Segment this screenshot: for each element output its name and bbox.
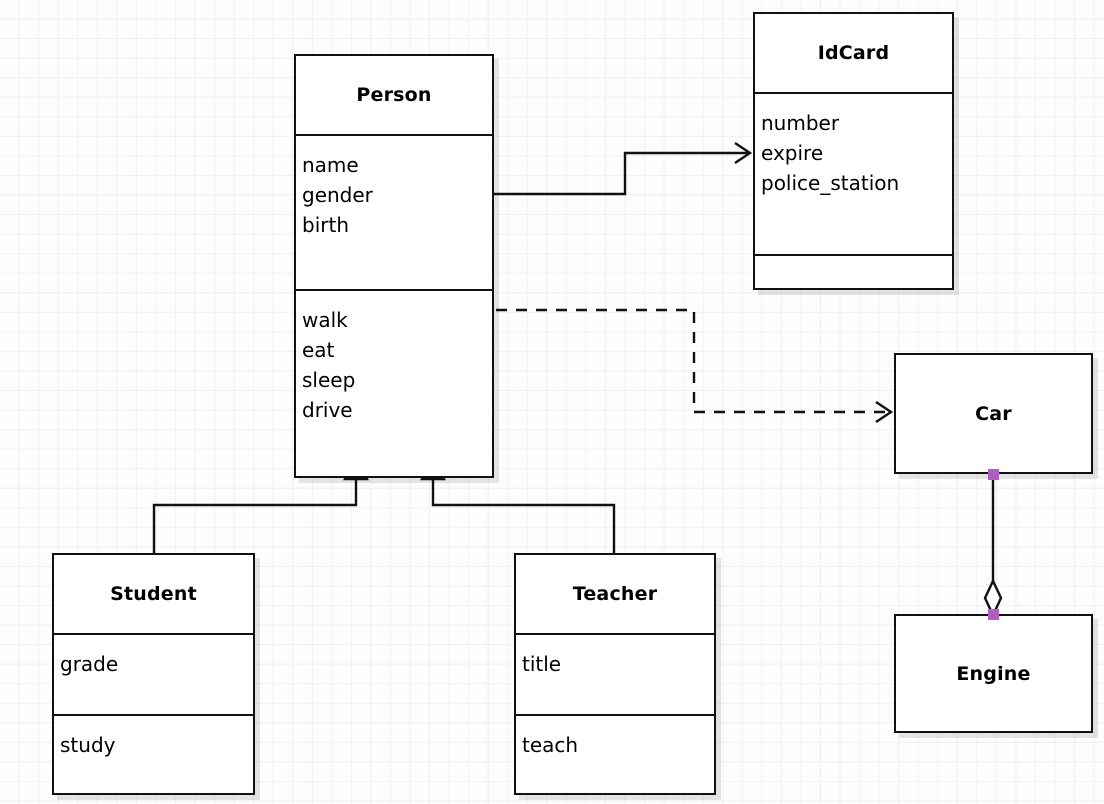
methods-compartment-person[interactable]: walk eat sleep drive bbox=[296, 289, 492, 476]
attributes-compartment-person[interactable]: name gender birth bbox=[296, 134, 492, 289]
attribute-item: police_station bbox=[761, 171, 900, 195]
attribute-item: gender bbox=[302, 183, 373, 207]
class-title-student: Student bbox=[110, 583, 197, 605]
method-item: teach bbox=[522, 733, 579, 757]
methods-compartment-teacher[interactable]: teach bbox=[516, 714, 714, 793]
attribute-item: expire bbox=[761, 141, 824, 165]
methods-compartment-student[interactable]: study bbox=[54, 714, 253, 793]
method-item: study bbox=[60, 733, 116, 757]
class-box-engine[interactable]: Engine bbox=[894, 614, 1093, 733]
method-item: eat bbox=[302, 338, 335, 362]
method-item: walk bbox=[302, 308, 348, 332]
class-box-person[interactable]: Person name gender birth walk eat sleep … bbox=[294, 54, 494, 478]
attribute-item: name bbox=[302, 153, 359, 177]
class-title-teacher: Teacher bbox=[572, 583, 658, 605]
class-box-teacher[interactable]: Teacher title teach bbox=[514, 553, 716, 795]
attribute-item: number bbox=[761, 111, 840, 135]
attribute-item: birth bbox=[302, 213, 349, 237]
method-item: sleep bbox=[302, 368, 356, 392]
method-item: drive bbox=[302, 398, 353, 422]
class-box-student[interactable]: Student grade study bbox=[52, 553, 255, 795]
class-title-car: Car bbox=[975, 402, 1012, 425]
edge-person-idcard-association[interactable] bbox=[494, 142, 753, 196]
class-box-idcard[interactable]: IdCard number expire police_station bbox=[753, 12, 954, 290]
attributes-compartment-student[interactable]: grade bbox=[54, 633, 253, 714]
open-arrowhead-icon bbox=[875, 401, 894, 423]
attributes-compartment-teacher[interactable]: title bbox=[516, 633, 714, 714]
methods-compartment-idcard[interactable] bbox=[755, 254, 952, 288]
connection-handle-car[interactable] bbox=[988, 469, 999, 480]
attribute-item: grade bbox=[60, 652, 119, 676]
edge-car-engine-aggregation[interactable] bbox=[983, 475, 1003, 618]
class-title-engine: Engine bbox=[956, 662, 1031, 685]
attribute-item: title bbox=[522, 652, 562, 676]
class-box-car[interactable]: Car bbox=[894, 353, 1093, 474]
class-title-person: Person bbox=[356, 84, 432, 106]
connection-handle-engine[interactable] bbox=[988, 609, 999, 620]
edge-person-car-dependency[interactable] bbox=[496, 308, 894, 423]
class-title-idcard: IdCard bbox=[817, 42, 890, 64]
attributes-compartment-idcard[interactable]: number expire police_station bbox=[755, 92, 952, 254]
open-arrowhead-icon bbox=[734, 142, 753, 164]
